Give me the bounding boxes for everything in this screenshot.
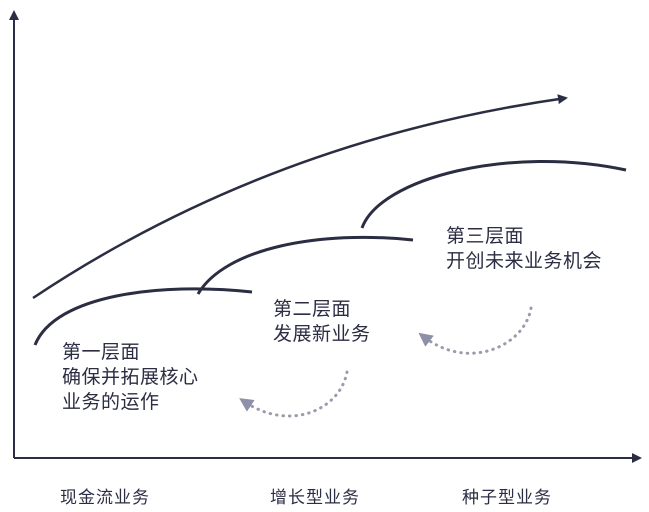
horizon-2-line-1: 发展新业务 <box>273 323 371 345</box>
x-axis-label-seed: 种子型业务 <box>462 488 552 508</box>
x-axis-label-growth: 增长型业务 <box>270 488 360 508</box>
horizon-3-line-1: 开创未来业务机会 <box>446 250 603 272</box>
horizon-1-title: 第一层面 <box>62 341 141 363</box>
horizon-2-label: 第二层面 发展新业务 <box>273 297 371 347</box>
horizon-2-title: 第二层面 <box>273 298 352 320</box>
horizon-3-title: 第三层面 <box>446 225 525 247</box>
horizon-1-line-1: 确保并拓展核心 <box>62 366 199 388</box>
horizon-3-label: 第三层面 开创未来业务机会 <box>446 224 602 274</box>
horizon-1-label: 第一层面 确保并拓展核心 业务的运作 <box>62 340 199 415</box>
horizon-2-curve <box>196 235 414 295</box>
horizon-1-line-2: 业务的运作 <box>62 391 160 413</box>
horizon-1-curve <box>33 287 253 346</box>
horizon-3-curve <box>360 159 627 229</box>
dotted-arrow-horizon3-to-2 <box>418 306 533 355</box>
dotted-arrow-horizon2-to-1 <box>239 370 349 418</box>
overall-growth-arrow <box>32 94 568 300</box>
x-axis-label-cash-flow: 现金流业务 <box>60 488 150 508</box>
